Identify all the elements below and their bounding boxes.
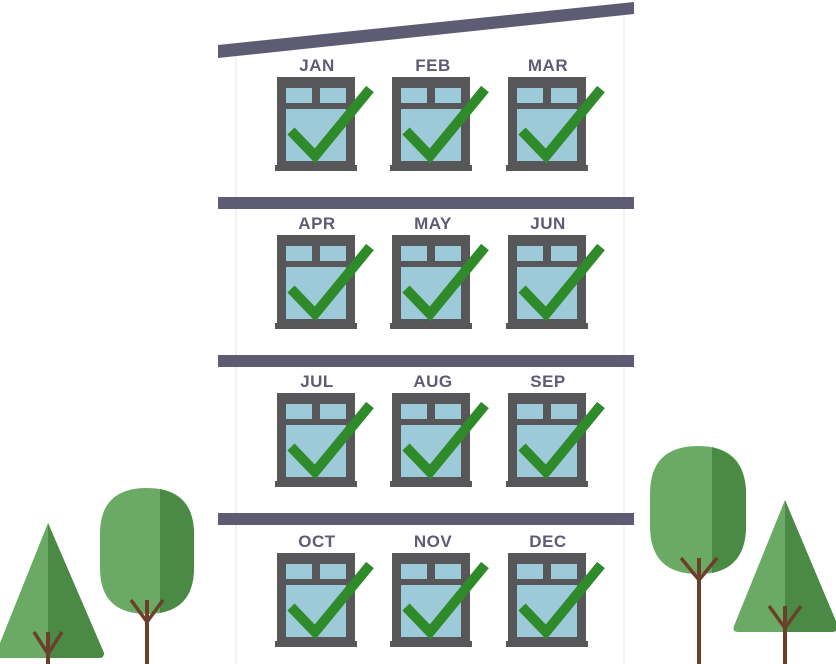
window-pane	[286, 404, 312, 419]
tree-crown-dark	[785, 500, 836, 632]
tree-trunk	[129, 598, 165, 664]
cone-tree	[0, 523, 104, 664]
window-sill	[390, 323, 472, 329]
month-label: AUG	[413, 372, 452, 391]
month-label: FEB	[415, 56, 451, 75]
trees	[0, 446, 836, 664]
window-pane	[551, 246, 577, 261]
round-tree	[650, 446, 746, 664]
window-pane	[286, 564, 312, 579]
window-pane	[320, 246, 346, 261]
check-mark-icon	[287, 561, 374, 640]
window-pane	[435, 564, 461, 579]
window-grid	[275, 77, 605, 647]
trunk-branch	[783, 604, 803, 630]
window-pane	[320, 404, 346, 419]
window-sill	[275, 323, 357, 329]
month-label: DEC	[529, 532, 566, 551]
window-sill	[390, 641, 472, 647]
tree-trunk	[767, 604, 803, 664]
trunk-branch	[32, 631, 50, 655]
check-mark-icon	[402, 401, 489, 480]
tree-trunk	[32, 631, 64, 664]
month-label: APR	[298, 214, 335, 233]
window-pane	[435, 404, 461, 419]
window-sill	[506, 481, 588, 487]
window	[275, 235, 357, 329]
check-mark-icon	[518, 85, 605, 164]
tree-crown-dark	[712, 447, 746, 573]
round-tree	[100, 488, 194, 664]
window-pane	[517, 88, 543, 103]
window-pane	[401, 564, 427, 579]
window-pane	[401, 246, 427, 261]
window-pane	[320, 88, 346, 103]
window-pane	[435, 88, 461, 103]
trunk-branch	[129, 598, 149, 624]
window-pane	[517, 564, 543, 579]
check-mark-icon	[402, 85, 489, 164]
check-mark-icon	[287, 243, 374, 322]
trunk-branch	[145, 598, 165, 624]
tree-crown-dark	[48, 523, 104, 658]
check-mark-icon	[402, 561, 489, 640]
floor-divider	[218, 355, 634, 367]
trunk-branch	[697, 556, 719, 582]
window-sill	[390, 481, 472, 487]
month-label: JUN	[530, 214, 566, 233]
window-pane	[435, 246, 461, 261]
month-label: JUL	[300, 372, 334, 391]
floor-divider	[218, 197, 634, 209]
window-pane	[551, 88, 577, 103]
month-label: SEP	[530, 372, 566, 391]
trunk-branch	[46, 631, 64, 655]
window-pane	[320, 564, 346, 579]
tree-trunk	[679, 556, 719, 664]
month-label: MAY	[414, 214, 452, 233]
window-sill	[390, 165, 472, 171]
check-mark-icon	[518, 401, 605, 480]
window-sill	[275, 641, 357, 647]
window-pane	[401, 88, 427, 103]
trunk-branch	[767, 604, 787, 630]
window-sill	[506, 323, 588, 329]
check-mark-icon	[518, 243, 605, 322]
window-pane	[551, 404, 577, 419]
window-sill	[275, 165, 357, 171]
month-label: JAN	[299, 56, 335, 75]
window-sill	[506, 165, 588, 171]
window-pane	[551, 564, 577, 579]
month-label: MAR	[528, 56, 568, 75]
trunk-branch	[679, 556, 701, 582]
window-sill	[275, 481, 357, 487]
tree-crown-dark	[160, 489, 194, 613]
window-sill	[506, 641, 588, 647]
floor-divider	[218, 513, 634, 525]
window-pane	[517, 404, 543, 419]
window-pane	[517, 246, 543, 261]
check-mark-icon	[518, 561, 605, 640]
month-label: NOV	[414, 532, 453, 551]
check-mark-icon	[287, 401, 374, 480]
window-pane	[286, 88, 312, 103]
check-mark-icon	[287, 85, 374, 164]
window-pane	[286, 246, 312, 261]
window-pane	[401, 404, 427, 419]
building-roof	[218, 2, 634, 58]
month-label: OCT	[298, 532, 336, 551]
check-mark-icon	[402, 243, 489, 322]
window	[390, 77, 472, 171]
cone-tree	[733, 500, 836, 664]
